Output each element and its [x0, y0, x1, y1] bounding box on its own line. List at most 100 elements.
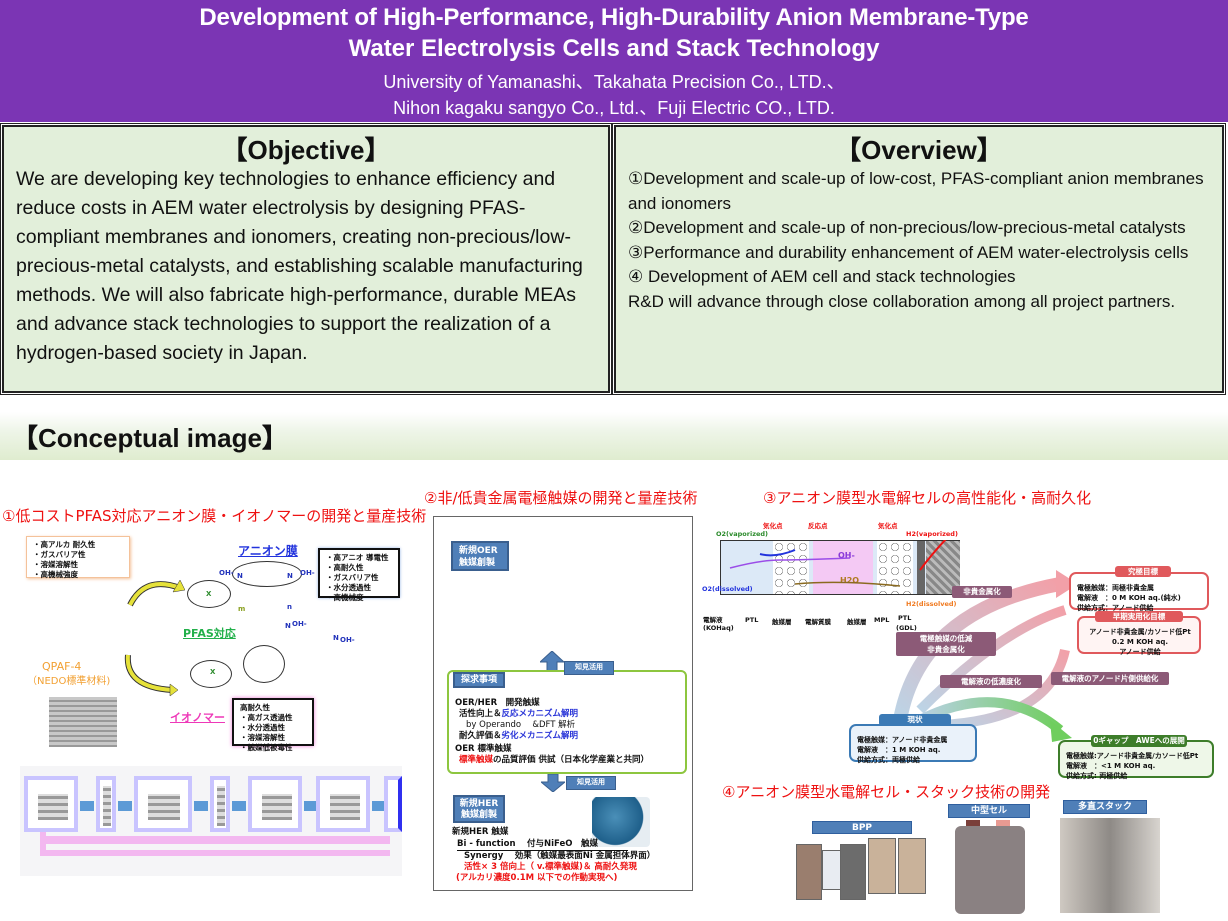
polymer-ring — [187, 580, 231, 608]
chem-label: n — [287, 603, 292, 611]
research-topics-tag: 探求事項 — [453, 672, 505, 688]
section-4-title: ④アニオン膜型水電解セル・スタック技術の開発 — [722, 783, 1051, 801]
chem-label: X — [206, 590, 212, 598]
membrane-sample-photo — [49, 697, 117, 747]
goal-line: アノード非貴金属/カソード低Pt — [1089, 628, 1191, 636]
catalyst-layer-label: 触媒層 — [772, 618, 792, 626]
hydroxide-label: OH- — [838, 551, 855, 560]
note-line: ・高耐久性 — [326, 563, 364, 572]
gdl-layer — [926, 541, 960, 594]
reaction-point-label: 反応点 — [808, 522, 828, 530]
knowledge-use-tag: 知見活用 — [566, 776, 616, 790]
status-line: 供給方式：両極供給 — [857, 756, 920, 764]
ptl-label: PTL — [898, 614, 912, 622]
overview-item: ①Development and scale-up of low-cost, P… — [628, 169, 1204, 213]
zero-gap-line: 電極触媒:アノード非貴金属/カソード低Pt — [1066, 752, 1199, 760]
plate — [898, 838, 926, 894]
process-unit — [248, 776, 302, 832]
nanoparticle-illustration — [592, 797, 650, 847]
curved-arrow-icon — [124, 654, 179, 697]
chem-label: OH- — [340, 636, 355, 644]
note-line: ・高アニオ 導電性 — [326, 553, 389, 562]
zero-gap-line: 供給方式: 両極供給 — [1066, 772, 1128, 780]
goal-line: アノード供給 — [1119, 648, 1161, 656]
note-line: ・高機械度 — [326, 593, 364, 602]
bpp-tag: BPP — [812, 821, 912, 834]
process-unit — [316, 776, 370, 832]
qpaf-label: QPAF-4 — [42, 660, 82, 673]
current-status-tag: 現状 — [879, 714, 951, 726]
multi-stack-photo — [1060, 818, 1160, 913]
polymer-ring — [232, 561, 302, 587]
process-arrow-icon — [232, 801, 246, 811]
roadmap-step-pill: 非貴金属化 — [952, 586, 1012, 598]
overview-item: ④ Development of AEM cell and stack tech… — [628, 267, 1016, 286]
research-line: 耐久評価＆劣化メカニズム解明 — [459, 731, 579, 741]
research-line: 標準触媒の品質評価 供試（日本化学産業と共同） — [459, 755, 649, 765]
note-line: ・高機械強度 — [33, 570, 78, 579]
conceptual-image-heading: 【Conceptual image】 — [12, 423, 288, 453]
affiliations-line-2: Nihon kagaku sangyo Co., Ltd.、Fuji Elect… — [393, 98, 835, 118]
chem-label: N — [237, 572, 243, 580]
vaporization-point-label: 気化点 — [878, 522, 898, 530]
her-line: Synergy 効果（触媒最表面Ni 金属担体界面） — [464, 851, 656, 861]
research-line: OER/HER 開発触媒 — [455, 698, 540, 708]
anion-membrane-label: アニオン膜 — [238, 544, 298, 558]
note-line: ・高ガス透過性 — [240, 713, 293, 722]
water-label: H2O — [840, 576, 860, 585]
o2-vaporized-label: O2(vaporized) — [716, 530, 769, 538]
process-unit — [96, 776, 116, 832]
early-goal-box: アノード非貴金属/カソード低Pt 0.2 M KOH aq. アノード供給 — [1077, 616, 1201, 656]
electrolysis-cell-diagram — [720, 540, 960, 595]
membrane-requirements-note: ・高アルカ 耐久性 ・ガスバリア性 ・溶媒溶解性 ・高機械強度 — [26, 536, 130, 579]
polymer-ring — [243, 645, 285, 683]
manufacturing-process-diagram — [20, 766, 402, 876]
objective-heading: 【Objective】 — [221, 135, 391, 165]
electrolyte-membrane — [813, 541, 873, 594]
o2-dissolved-label: O2(dissolved) — [702, 585, 753, 593]
new-oer-catalyst-tag: 新規OER 触媒創製 — [451, 541, 509, 571]
mpl-label: MPL — [874, 616, 890, 624]
knowledge-use-tag: 知見活用 — [564, 661, 614, 675]
objective-text: We are developing key technologies to en… — [16, 168, 583, 364]
goal-line: 供給方式：アノード供給 — [1077, 604, 1154, 612]
chem-label: m — [238, 605, 246, 613]
section-1-title: ①低コストPFAS対応アニオン膜・イオノマーの開発と量産技術 — [2, 507, 427, 525]
electrolyte-label: 電解液 — [703, 616, 723, 624]
chem-label: X — [210, 668, 216, 676]
her-line: Bi - function 付与NiFeO 触媒 — [457, 838, 628, 851]
research-line: OER 標準触媒 — [455, 744, 512, 754]
her-line: 活性× 3 倍向上（ v.標準触媒)＆ 高耐久発現 — [464, 862, 637, 872]
process-pipe — [40, 850, 390, 856]
chem-label: OH- — [300, 569, 315, 577]
gdl-label: (GDL) — [896, 624, 917, 632]
ionomer-properties-note: 高耐久性 ・高ガス透過性 ・水分透過性 ・溶媒溶解性 ・触媒低被毒性 — [232, 698, 314, 752]
goal-line: 電解液 ：0 M KOH aq.(純水) — [1077, 594, 1181, 602]
note-line: ・触媒低被毒性 — [240, 743, 293, 752]
section-2-title: ②非/低貴金属電極触媒の開発と量産技術 — [424, 489, 698, 507]
roadmap-step-pill: 電解液のアノード片側供給化 — [1051, 672, 1169, 685]
goal-line: 電極触媒：両極非貴金属 — [1077, 584, 1154, 592]
vaporization-point-label: 気化点 — [763, 522, 783, 530]
membrane-properties-note: ・高アニオ 導電性 ・高耐久性 ・ガスバリア性 ・水分透過性 ・高機械度 — [318, 548, 400, 602]
note-line: 高耐久性 — [240, 703, 270, 712]
ptl-label: PTL — [745, 616, 759, 624]
research-line: by Operando &DFT 解析 — [466, 720, 576, 730]
note-line: ・ガスバリア性 — [33, 550, 86, 559]
chem-label: N — [287, 572, 293, 580]
title-banner: Development of High-Performance, High-Du… — [0, 0, 1228, 122]
note-line: ・高アルカ 耐久性 — [33, 540, 96, 549]
early-goal-tag: 早期実用化目標 — [1095, 611, 1183, 622]
zero-gap-line: 電解液 ：<1 M KOH aq. — [1066, 762, 1156, 770]
her-line: 新規HER 触媒 — [452, 827, 509, 837]
membrane — [840, 844, 866, 900]
roadmap-arrows — [893, 570, 1078, 742]
process-arrow-icon — [80, 801, 94, 811]
plate — [868, 838, 896, 894]
process-unit — [210, 776, 230, 832]
zero-gap-tag: 0ギャップ AWEへの展開 — [1091, 735, 1187, 747]
status-line: 電極触媒：アノード非貴金属 — [857, 736, 948, 744]
goal-line: 0.2 M KOH aq. — [1112, 638, 1168, 646]
process-unit — [24, 776, 78, 832]
new-her-catalyst-tag: 新規HER 触媒創製 — [453, 795, 505, 823]
